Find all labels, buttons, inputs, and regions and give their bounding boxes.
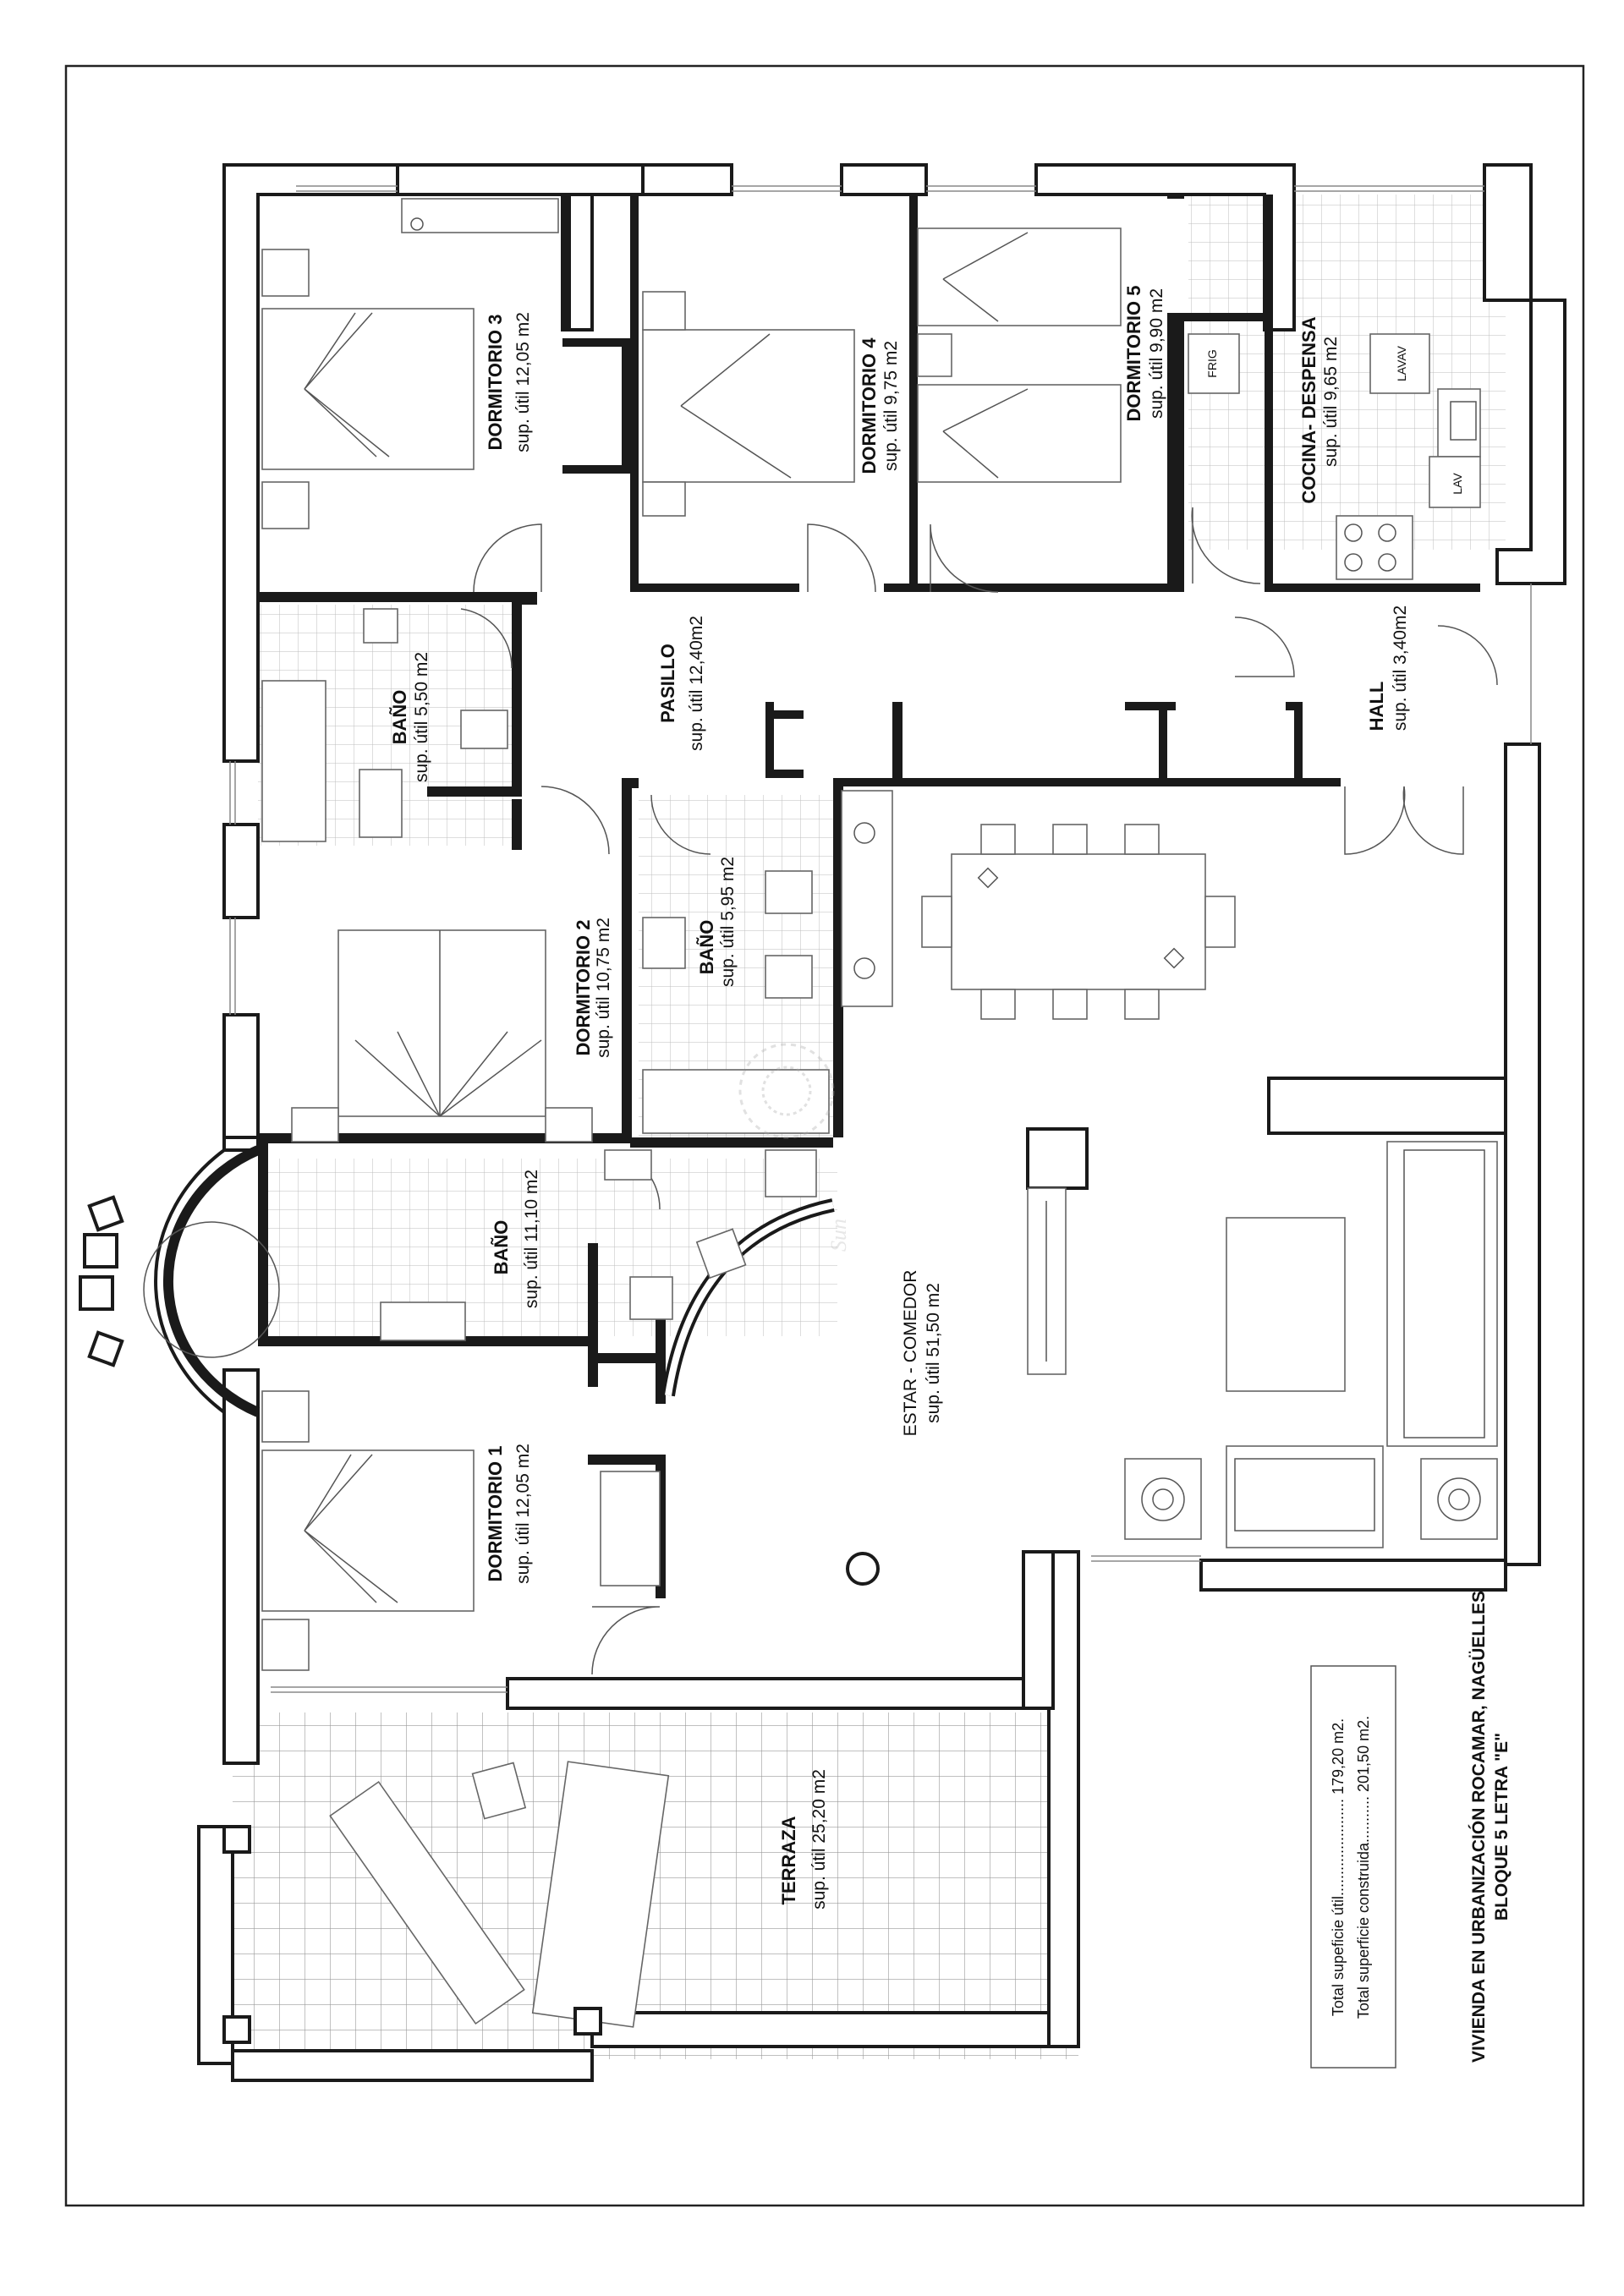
label-dormitorio5-area: sup. útil 9,90 m2 [1147,288,1166,419]
terrace-furniture [222,1761,670,2044]
title-line1: VIVIENDA EN URBANIZACIÓN ROCAMAR, NAGÜEL… [1468,1591,1489,2063]
label-dormitorio3-area: sup. útil 12,05 m2 [513,312,533,452]
watermark-text: Sun [826,1219,851,1252]
title-line2: BLOQUE 5 LETRA "E" [1492,1733,1512,1921]
label-dormitorio1-name: DORMITORIO 1 [485,1446,506,1582]
label-bano2-area: sup. útil 5,95 m2 [718,857,738,987]
bed-dormitorio4 [642,291,855,517]
room-labels: DORMITORIO 3 sup. útil 12,05 m2 DORMITOR… [389,286,1464,1910]
windows [229,185,1532,1693]
interior-walls [258,195,1480,1598]
label-dormitorio2-name: DORMITORIO 2 [573,920,594,1056]
tiles-terraza [233,1712,1078,2059]
label-cocina-area: sup. útil 9,65 m2 [1321,337,1341,467]
label-hall-name: HALL [1366,682,1387,732]
label-estar-area: sup. útil 51,50 m2 [924,1283,943,1423]
bano2-fixtures [642,870,830,1197]
living-furniture [841,790,1507,1586]
watermark-logo: Sun [738,1043,851,1252]
label-dormitorio5-name: DORMITORIO 5 [1123,286,1144,422]
walls [197,163,1566,2082]
label-bano1-area: sup. útil 5,50 m2 [412,652,431,782]
label-pasillo-area: sup. útil 12,40m2 [687,616,706,751]
bed-dormitorio5 [917,227,1122,483]
bano1-fixtures [261,608,508,842]
bed-dormitorio2 [291,929,593,1143]
page-frame [64,64,1585,2207]
title-block: VIVIENDA EN URBANIZACIÓN ROCAMAR, NAGÜEL… [1468,1591,1512,2063]
label-terraza-name: TERRAZA [778,1816,799,1904]
total-util: Total supeficie útil....................… [1330,1718,1347,2016]
label-bano3-area: sup. útil 11,10 m2 [522,1170,541,1308]
label-dormitorio4-name: DORMITORIO 4 [859,337,880,474]
kitchen-fixtures [1188,333,1481,580]
label-hall-area: sup. útil 3,40m2 [1391,606,1410,731]
total-construida: Total superficie construida........... 2… [1355,1716,1372,2019]
doors [460,507,1498,1675]
label-dormitorio3-name: DORMITORIO 3 [485,315,506,451]
label-lavav: LAVAV [1395,345,1408,381]
round-tower [79,1145,280,1417]
label-dormitorio4-area: sup. útil 9,75 m2 [881,341,901,471]
label-dormitorio1-area: sup. útil 12,05 m2 [513,1444,533,1584]
bano3-fixtures [380,1149,747,1341]
label-bano1-name: BAÑO [389,690,410,745]
label-pasillo-name: PASILLO [657,644,678,723]
label-cocina-name: COCINA- DESPENSA [1298,316,1320,503]
label-bano2-name: BAÑO [696,920,717,975]
label-dormitorio2-area: sup. útil 10,75 m2 [594,918,613,1058]
label-terraza-area: sup. útil 25,20 m2 [809,1769,829,1910]
label-frig: FRIG [1205,349,1219,377]
label-estar-name: ESTAR - COMEDOR [901,1270,920,1437]
bed-dormitorio1 [261,1390,661,1671]
bed-dormitorio3 [261,198,559,529]
label-lav: LAV [1451,473,1464,495]
totals-box: Total supeficie útil....................… [1310,1665,1396,2069]
label-bano3-name: BAÑO [491,1220,512,1275]
